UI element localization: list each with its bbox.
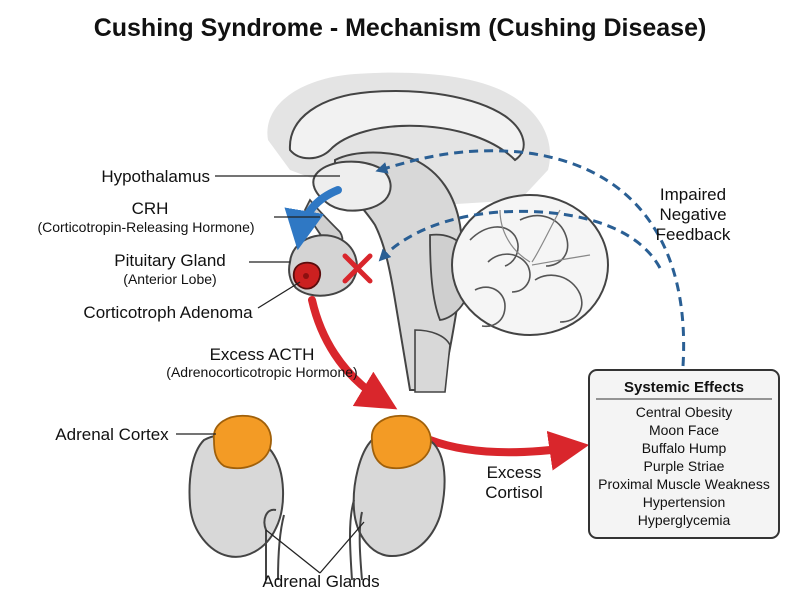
crh-label: CRH — [132, 199, 169, 218]
effect-item: Purple Striae — [644, 458, 725, 474]
adenoma-label: Corticotroph Adenoma — [83, 303, 253, 322]
right-adrenal-cortex — [371, 414, 432, 470]
acth-arrow — [308, 296, 398, 410]
systemic-effects-box: Systemic Effects Central Obesity Moon Fa… — [588, 369, 780, 539]
crh-arrow — [284, 186, 342, 251]
cortisol-label-line2: Cortisol — [485, 483, 543, 502]
feedback-arrow-to-hypothalamus — [375, 149, 686, 367]
effect-item: Proximal Muscle Weakness — [598, 476, 770, 492]
feedback-label-line3: Feedback — [656, 225, 731, 244]
pituitary-sub-label: (Anterior Lobe) — [123, 271, 216, 287]
pituitary-label: Pituitary Gland — [114, 251, 226, 270]
adrenal-cortex-label: Adrenal Cortex — [55, 425, 169, 444]
effect-item: Moon Face — [649, 422, 719, 438]
acth-label: Excess ACTH — [210, 345, 315, 364]
cortisol-label-line1: Excess — [487, 463, 542, 482]
acth-full-label: (Adrenocorticotropic Hormone) — [166, 364, 357, 380]
feedback-label-line1: Impaired — [660, 185, 726, 204]
crh-full-label: (Corticotropin-Releasing Hormone) — [37, 219, 254, 235]
leader-lines — [176, 175, 365, 574]
adenoma-core — [303, 273, 309, 279]
adrenal-glands-label: Adrenal Glands — [262, 572, 379, 591]
feedback-block-x-icon — [342, 253, 373, 284]
cortisol-arrow — [426, 430, 590, 471]
effect-item: Buffalo Hump — [642, 440, 727, 456]
brain-section — [267, 72, 609, 393]
effect-item: Central Obesity — [636, 404, 732, 420]
hypothalamus-label: Hypothalamus — [101, 167, 210, 186]
left-adrenal-cortex — [213, 414, 272, 470]
cerebellum — [451, 194, 609, 336]
effect-item: Hypertension — [643, 494, 726, 510]
effect-item: Hyperglycemia — [638, 512, 731, 528]
page-title: Cushing Syndrome - Mechanism (Cushing Di… — [94, 14, 707, 42]
systemic-effects-title: Systemic Effects — [624, 379, 744, 396]
feedback-arrow-to-pituitary — [378, 209, 662, 269]
feedback-label-line2: Negative — [659, 205, 726, 224]
